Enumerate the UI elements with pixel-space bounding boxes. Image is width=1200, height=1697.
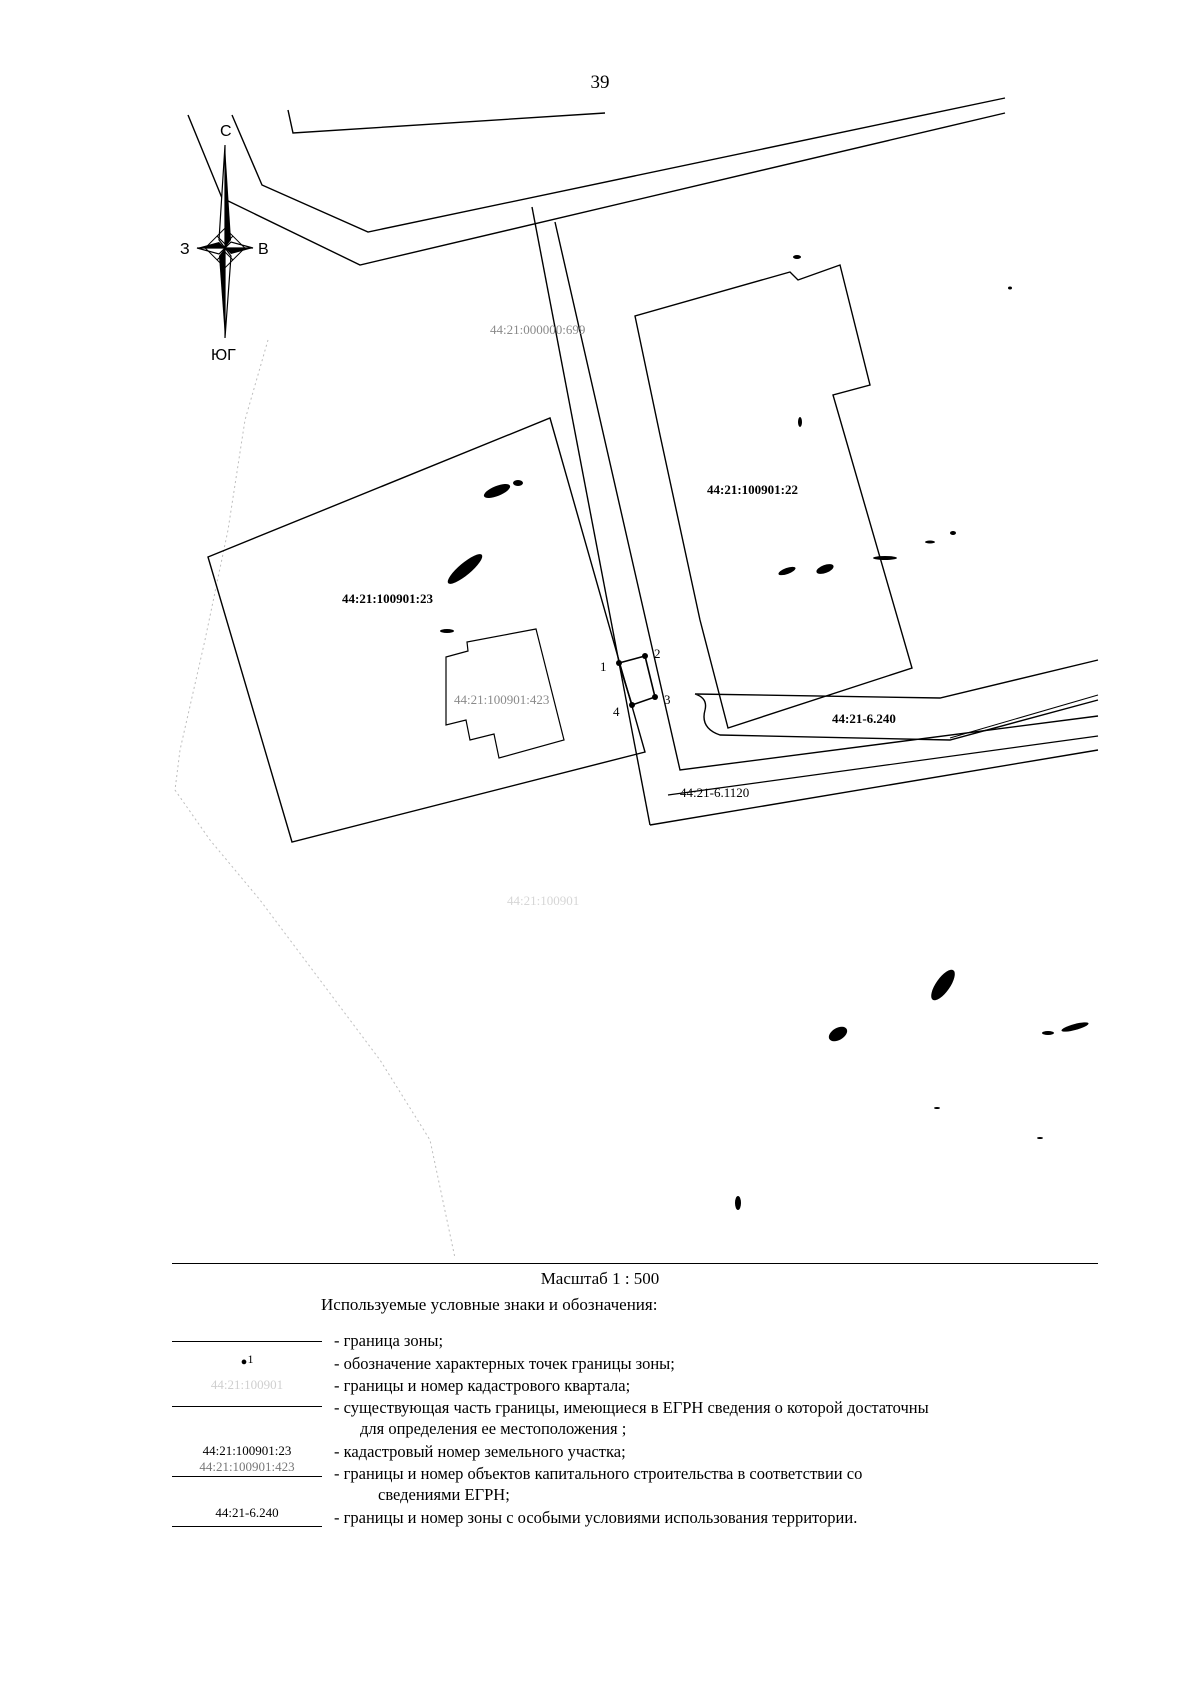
- legend-symbol-zone-boundary: [172, 1341, 322, 1342]
- parcel-22-boundary: [634, 264, 913, 729]
- parcel-23-label: 44:21:100901:23: [342, 591, 433, 606]
- legend-text-existing-boundary-cont: для определения ее местоположения ;: [360, 1419, 627, 1438]
- zone-6-1120-label: 44:21-6.1120: [680, 785, 749, 800]
- road-parcel-top: [287, 109, 606, 134]
- compass-south-label: ЮГ: [211, 347, 236, 364]
- compass-west-label: З: [180, 241, 190, 258]
- compass-needle-north: [218, 144, 226, 250]
- quarter-label-bottom: 44:21:100901: [507, 893, 579, 908]
- legend-symbol-zone-special: 44:21-6.240: [215, 1505, 279, 1520]
- legend-symbol-point: •1: [240, 1352, 254, 1374]
- zone-6-1120-inner: [554, 221, 1099, 771]
- zone-6-1120-mid: [667, 735, 1099, 796]
- legend-text-parcel: - кадастровый номер земельного участка;: [334, 1442, 626, 1461]
- legend-symbol-zone-special-line: [172, 1526, 322, 1527]
- compass-rose: [196, 144, 254, 339]
- cadastral-map: 1 2 3 4 С З В ЮГ: [174, 97, 1099, 1259]
- zone-6-240-boundary: [694, 659, 1099, 741]
- legend-text-zone-special: - границы и номер зоны с особыми условия…: [334, 1508, 858, 1527]
- point-1-label: 1: [600, 659, 607, 674]
- legend-symbol-quarter: 44:21:100901: [210, 1377, 284, 1392]
- zone-6-1120-outer: [649, 749, 1099, 826]
- legend-text-building: - границы и номер объектов капитального …: [334, 1464, 863, 1483]
- legend-symbol-building-line: [172, 1476, 322, 1477]
- compass-needle-west: [197, 242, 225, 248]
- point-3-label: 3: [664, 692, 671, 707]
- scale-divider: [172, 1263, 1098, 1264]
- legend-symbol-parcel: 44:21:100901:23: [202, 1443, 292, 1458]
- quarter-boundary-line: [174, 339, 456, 1259]
- legend-text-point: - обозначение характерных точек границы …: [334, 1354, 675, 1373]
- point-2-marker: [642, 653, 648, 659]
- tree-marks: [440, 255, 1089, 1210]
- zone-6-240-label: 44:21-6.240: [832, 711, 896, 726]
- road-boundary-outer: [187, 112, 1006, 266]
- legend-symbol-existing-boundary: [172, 1406, 322, 1407]
- legend-symbol-building: 44:21:100901:423: [199, 1459, 295, 1474]
- road-boundary-inner: [231, 97, 1006, 233]
- point-3-marker: [652, 694, 658, 700]
- zone-6-1120-left: [531, 206, 651, 826]
- point-4-label: 4: [613, 704, 620, 719]
- point-4-marker: [629, 702, 635, 708]
- point-1-marker: [616, 660, 622, 666]
- quarter-label-top: 44:21:000000:699: [490, 322, 585, 337]
- legend-text-quarter: - границы и номер кадастрового квартала;: [334, 1376, 631, 1395]
- scale-label: Масштаб 1 : 500: [540, 1269, 660, 1288]
- legend-text-existing-boundary: - существующая часть границы, имеющиеся …: [334, 1398, 929, 1417]
- zone-6-240-connector: [949, 694, 1099, 739]
- point-2-label: 2: [654, 646, 661, 661]
- building-423-boundary: [445, 628, 565, 759]
- legend-text-building-cont: сведениями ЕГРН;: [378, 1485, 510, 1504]
- parcel-23-boundary: [207, 417, 646, 843]
- page-number: 39: [590, 72, 610, 93]
- building-423-label: 44:21:100901:423: [454, 692, 549, 707]
- compass-needle-south: [219, 248, 225, 338]
- legend-title: Используемые условные знаки и обозначени…: [321, 1295, 658, 1314]
- compass-north-label: С: [220, 123, 232, 140]
- legend-text-zone-boundary: - граница зоны;: [334, 1331, 444, 1350]
- parcel-22-label: 44:21:100901:22: [707, 482, 798, 497]
- zone-boundary: [617, 655, 656, 707]
- compass-east-label: В: [258, 241, 269, 258]
